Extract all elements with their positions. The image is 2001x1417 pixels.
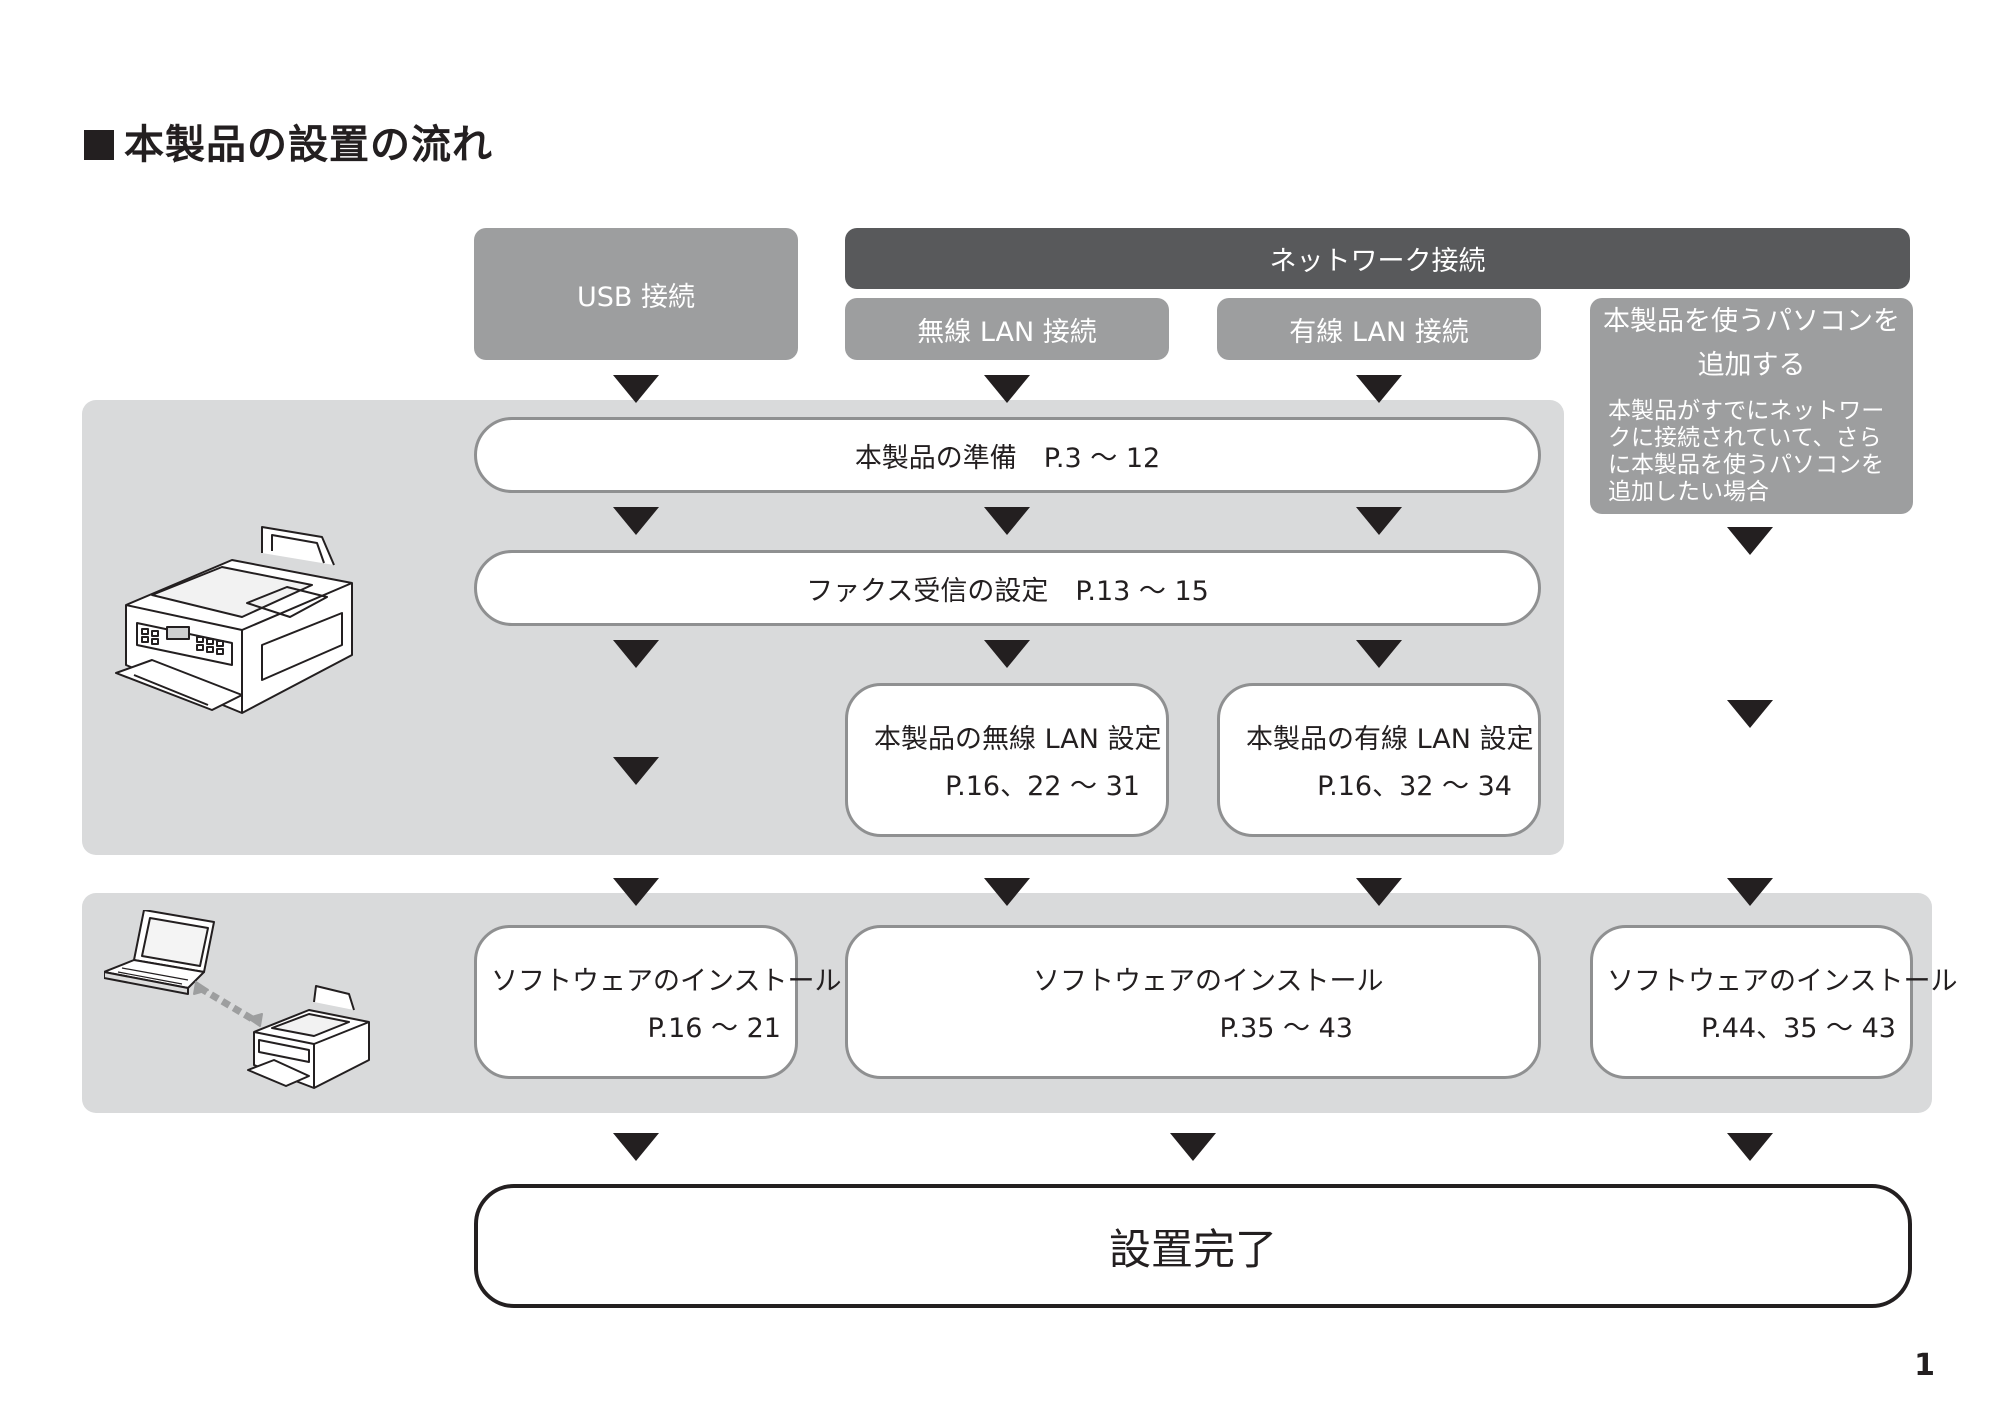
arrow-down xyxy=(1727,527,1773,555)
printer-illustration xyxy=(115,526,353,714)
network-connection-header: ネットワーク接続 xyxy=(845,228,1910,289)
arrow-down xyxy=(1170,1133,1216,1161)
arrow-down xyxy=(1727,878,1773,906)
arrow-down xyxy=(1356,640,1402,668)
arrow-down xyxy=(984,640,1030,668)
step-software-install-add-pc: ソフトウェアのインストール P.44、35 ～ 43 xyxy=(1590,925,1957,1079)
step-wired-lan-setup: 本製品の有線 LAN 設定 P.16、32 ～ 34 xyxy=(1217,683,1541,837)
step-prepare: 本製品の準備 P.3 ～ 12 xyxy=(474,417,1541,493)
arrow-down xyxy=(984,507,1030,535)
add-pc-header: 本製品を使うパソコンを 追加する 本製品がすでにネットワークに接続されていて、さ… xyxy=(1590,298,1913,514)
setup-complete: 設置完了 xyxy=(474,1184,1912,1308)
wired-lan-header: 有線 LAN 接続 xyxy=(1217,298,1541,360)
step-fax-setup: ファクス受信の設定 P.13 ～ 15 xyxy=(474,550,1541,626)
arrow-down xyxy=(984,878,1030,906)
add-pc-title-line1: 本製品を使うパソコンを xyxy=(1603,306,1900,337)
arrow-down xyxy=(1727,1133,1773,1161)
page-number: 1 xyxy=(1914,1348,1935,1383)
arrow-down xyxy=(984,375,1030,403)
arrow-down xyxy=(613,757,659,785)
arrow-down xyxy=(613,640,659,668)
arrow-down xyxy=(1356,878,1402,906)
add-pc-title-line2: 追加する xyxy=(1697,350,1806,381)
arrow-down xyxy=(613,1133,659,1161)
page-title: 本製品の設置の流れ xyxy=(84,112,493,170)
add-pc-description: 本製品がすでにネットワークに接続されていて、さらに本製品を使うパソコンを追加した… xyxy=(1608,398,1885,505)
step-wireless-lan-setup: 本製品の無線 LAN 設定 P.16、22 ～ 31 xyxy=(845,683,1169,837)
arrow-down xyxy=(613,507,659,535)
laptop-printer-connection-illustration xyxy=(104,910,370,1089)
arrow-down xyxy=(1727,700,1773,728)
arrow-down xyxy=(613,375,659,403)
step-software-install-usb: ソフトウェアのインストール P.16 ～ 21 xyxy=(474,925,841,1079)
square-bullet-icon xyxy=(84,130,114,160)
step-software-install-network: ソフトウェアのインストール P.35 ～ 43 xyxy=(845,925,1541,1079)
usb-connection-header: USB 接続 xyxy=(474,228,798,360)
arrow-down xyxy=(1356,507,1402,535)
wireless-lan-header: 無線 LAN 接続 xyxy=(845,298,1169,360)
arrow-down xyxy=(613,878,659,906)
arrow-down xyxy=(1356,375,1402,403)
